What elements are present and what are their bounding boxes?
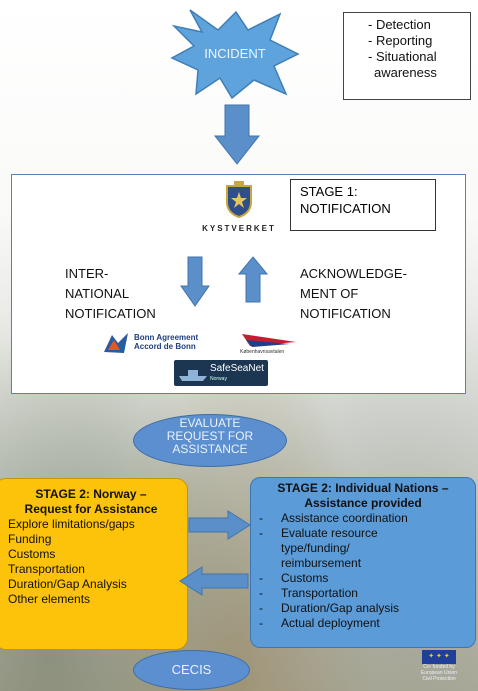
detection-box: - Detection - Reporting - Situational aw…	[343, 12, 471, 100]
acknowledgement-label: ACKNOWLEDGE- MENT OF NOTIFICATION	[300, 264, 407, 324]
nations-list-item: reimbursement	[251, 556, 475, 571]
nations-item-text: Assistance coordination	[281, 511, 408, 525]
bonn-line2: Accord de Bonn	[134, 342, 196, 351]
nations-title-line2: Assistance provided	[304, 496, 422, 510]
bullet-detection: - Detection	[368, 17, 431, 32]
kystverket-text: KYSTVERKET	[202, 224, 276, 233]
dash-bullet: -	[259, 586, 263, 600]
nations-item-text: Duration/Gap analysis	[281, 601, 400, 615]
nations-item-text: Transportation	[281, 586, 358, 600]
left-label-line2: NATIONAL	[65, 286, 130, 301]
left-arrow-icon	[179, 566, 249, 596]
kobenhavn-logo-icon	[242, 334, 296, 347]
incident-label: INCIDENT	[204, 46, 266, 61]
norway-list-item: Transportation	[8, 562, 85, 576]
norway-list-item: Explore limitations/gaps	[8, 517, 135, 531]
dash-bullet: -	[259, 571, 263, 585]
left-label-line3: NOTIFICATION	[65, 306, 156, 321]
international-notification-label: INTER- NATIONAL NOTIFICATION	[65, 264, 156, 324]
nations-list-item: type/funding/	[251, 541, 475, 556]
evaluate-line2: REQUEST FOR	[166, 429, 254, 443]
dash-bullet: -	[259, 616, 263, 630]
bonn-agreement-text: Bonn Agreement Accord de Bonn	[134, 333, 198, 351]
norway-list-item: Customs	[8, 547, 56, 561]
eu-line3: Civil Protection	[422, 676, 456, 682]
bonn-line1: Bonn Agreement	[134, 333, 199, 342]
stage1-title-line2: NOTIFICATION	[300, 201, 391, 216]
bullet-situational: - Situational	[368, 49, 437, 64]
right-label-line3: NOTIFICATION	[300, 306, 391, 321]
nations-item-text: type/funding/	[281, 541, 350, 555]
stage2-norway-box: STAGE 2: Norway – Request for Assistance…	[0, 478, 188, 650]
stage1-title-line1: STAGE 1:	[300, 184, 358, 199]
evaluate-line3: ASSISTANCE	[172, 442, 248, 456]
bonn-agreement-logo-icon	[104, 333, 128, 353]
nations-title-line1: STAGE 2: Individual Nations –	[277, 481, 449, 495]
ship-icon	[179, 370, 207, 381]
notify-down-arrow-icon	[180, 256, 210, 307]
nations-list: - Assistance coordination - Evaluate resour…	[251, 511, 475, 631]
right-arrow-icon	[188, 510, 251, 540]
nations-list-item: - Actual deployment	[251, 616, 475, 631]
nations-list-item: - Evaluate resource	[251, 526, 475, 541]
nations-item-text: Evaluate resource	[281, 526, 378, 540]
nations-list-item: - Customs	[251, 571, 475, 586]
bullet-awareness: awareness	[374, 65, 437, 80]
nations-list-item: - Duration/Gap analysis	[251, 601, 475, 616]
eu-cofunded-logo: ✦ ✦ ✦ Co- funded by European Union Civil…	[407, 650, 471, 690]
norway-list-item: Duration/Gap Analysis	[8, 577, 127, 591]
safeseanet-sub: Norway	[210, 376, 227, 382]
kobenhavn-text: Københavnsavtalen	[240, 349, 285, 355]
nations-item-text: reimbursement	[281, 556, 362, 570]
right-label-line2: MENT OF	[300, 286, 359, 301]
bullet-reporting: - Reporting	[368, 33, 433, 48]
dash-bullet: -	[259, 526, 263, 540]
incident-burst	[170, 9, 300, 100]
dash-bullet: -	[259, 511, 263, 525]
acknowledge-up-arrow-icon	[238, 256, 268, 303]
eu-line1: Co- funded by	[423, 664, 455, 670]
evaluate-request-oval: EVALUATE REQUEST FOR ASSISTANCE	[133, 414, 287, 467]
safeseanet-logo: SafeSeaNet Norway	[174, 360, 268, 386]
norway-list-item: Funding	[8, 532, 52, 546]
stage2-nations-box: STAGE 2: Individual Nations – Assistance…	[250, 477, 476, 648]
nations-item-text: Customs	[281, 571, 329, 585]
nations-list-item: - Assistance coordination	[251, 511, 475, 526]
right-label-line1: ACKNOWLEDGE-	[300, 266, 407, 281]
norway-title-line2: Request for Assistance	[24, 502, 158, 516]
nations-list-item: - Transportation	[251, 586, 475, 601]
eu-flag-icon: ✦ ✦ ✦	[422, 650, 456, 664]
cecis-oval: CECIS	[133, 650, 250, 690]
norway-title-line1: STAGE 2: Norway –	[35, 487, 147, 501]
down-arrow-icon	[214, 104, 260, 165]
stage1-title-box: STAGE 1: NOTIFICATION	[290, 179, 436, 231]
kystverket-crest-icon	[226, 181, 252, 218]
norway-list-item: Other elements	[8, 592, 91, 606]
evaluate-line1: EVALUATE	[179, 416, 241, 430]
nations-item-text: Actual deployment	[281, 616, 380, 630]
safeseanet-text: SafeSeaNet	[210, 363, 264, 374]
left-label-line1: INTER-	[65, 266, 109, 281]
dash-bullet: -	[259, 601, 263, 615]
eu-line2: European Union	[420, 670, 458, 676]
